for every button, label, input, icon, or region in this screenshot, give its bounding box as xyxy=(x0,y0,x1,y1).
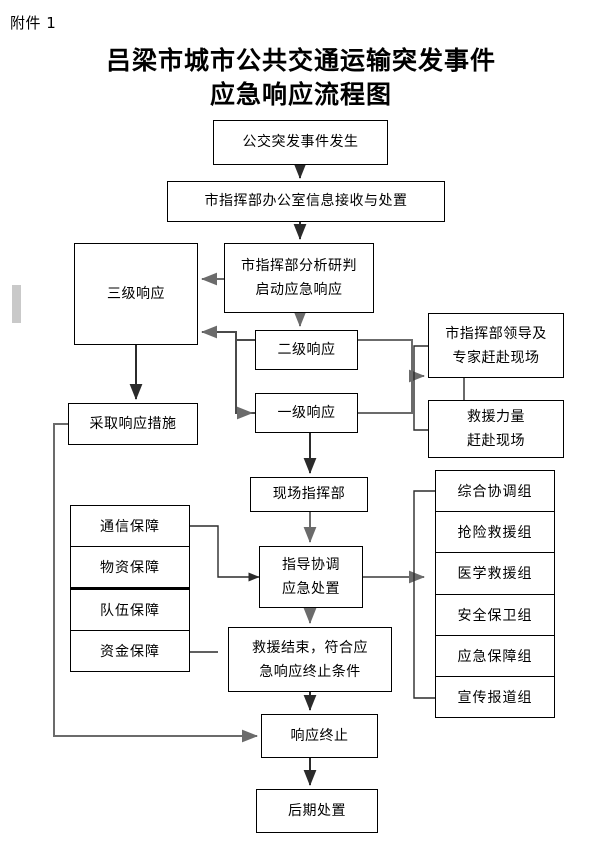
title-line-2: 应急响应流程图 xyxy=(209,80,392,109)
node-leaders-to-site-line1: 市指挥部领导及 xyxy=(445,325,547,342)
page-title: 吕梁市城市公共交通运输突发事件 应急响应流程图 xyxy=(0,44,602,112)
support-item-team[interactable]: 队伍保障 xyxy=(71,588,189,631)
node-guide-coordinate[interactable]: 指导协调 应急处置 xyxy=(259,546,363,608)
node-analysis-label-line2: 启动应急响应 xyxy=(255,282,343,298)
title-line-1: 吕梁市城市公共交通运输突发事件 xyxy=(105,46,496,75)
group-stack: 综合协调组 抢险救援组 医学救援组 安全保卫组 应急保障组 宣传报道组 xyxy=(435,470,555,718)
group-item-coordination[interactable]: 综合协调组 xyxy=(436,471,554,513)
node-site-command-label: 现场指挥部 xyxy=(272,486,346,502)
node-level2-response-label: 二级响应 xyxy=(277,341,336,358)
group-item-medical-label: 医学救援组 xyxy=(457,566,533,583)
node-end-condition-line2: 急响应终止条件 xyxy=(259,663,361,680)
support-item-materials-label: 物资保障 xyxy=(100,560,160,576)
group-item-security-label: 安全保卫组 xyxy=(457,607,533,624)
node-guide-coordinate-line1: 指导协调 xyxy=(282,557,340,573)
node-aftermath[interactable]: 后期处置 xyxy=(256,789,378,833)
margin-mark xyxy=(12,285,21,323)
group-item-support[interactable]: 应急保障组 xyxy=(436,636,554,677)
node-incident[interactable]: 公交突发事件发生 xyxy=(213,120,388,165)
node-level2-response[interactable]: 二级响应 xyxy=(255,330,358,370)
node-level3-response[interactable]: 三级响应 xyxy=(74,243,198,345)
group-item-medical[interactable]: 医学救援组 xyxy=(436,553,554,595)
support-item-communication-label: 通信保障 xyxy=(100,519,160,535)
support-item-funding[interactable]: 资金保障 xyxy=(71,631,189,671)
node-leaders-to-site[interactable]: 市指挥部领导及 专家赶赴现场 xyxy=(428,313,564,378)
node-rescue-force-line2: 赶赴现场 xyxy=(467,433,525,449)
support-item-team-label: 队伍保障 xyxy=(100,603,160,619)
attachment-label: 附件 1 xyxy=(10,14,57,32)
node-response-end[interactable]: 响应终止 xyxy=(261,714,378,758)
node-take-measures[interactable]: 采取响应措施 xyxy=(68,403,198,445)
support-item-funding-label: 资金保障 xyxy=(100,644,160,660)
node-take-measures-label: 采取响应措施 xyxy=(89,415,177,432)
node-analysis[interactable]: 市指挥部分析研判 启动应急响应 xyxy=(224,243,374,313)
node-end-condition[interactable]: 救援结束，符合应 急响应终止条件 xyxy=(228,627,392,692)
node-level1-response-label: 一级响应 xyxy=(277,404,336,421)
support-item-communication[interactable]: 通信保障 xyxy=(71,506,189,547)
group-item-publicity[interactable]: 宣传报道组 xyxy=(436,677,554,717)
support-stack: 通信保障 物资保障 队伍保障 资金保障 xyxy=(70,505,190,672)
group-item-rescue[interactable]: 抢险救援组 xyxy=(436,512,554,554)
node-office-receive-label: 市指挥部办公室信息接收与处置 xyxy=(204,193,408,209)
node-response-end-label: 响应终止 xyxy=(290,727,349,744)
node-rescue-force-to-site[interactable]: 救援力量 赶赴现场 xyxy=(428,400,564,458)
group-item-coordination-label: 综合协调组 xyxy=(457,484,533,501)
group-item-rescue-label: 抢险救援组 xyxy=(457,525,533,542)
node-guide-coordinate-line2: 应急处置 xyxy=(282,581,340,597)
group-item-security[interactable]: 安全保卫组 xyxy=(436,595,554,636)
node-analysis-label-line1: 市指挥部分析研判 xyxy=(241,258,357,274)
node-level3-response-label: 三级响应 xyxy=(107,285,165,302)
node-level1-response[interactable]: 一级响应 xyxy=(255,393,358,433)
group-item-publicity-label: 宣传报道组 xyxy=(457,689,533,706)
node-leaders-to-site-line2: 专家赶赴现场 xyxy=(452,349,540,366)
support-item-materials[interactable]: 物资保障 xyxy=(71,547,189,588)
node-aftermath-label: 后期处置 xyxy=(288,802,346,819)
node-office-receive[interactable]: 市指挥部办公室信息接收与处置 xyxy=(167,181,445,222)
node-incident-label: 公交突发事件发生 xyxy=(242,134,359,150)
node-rescue-force-line1: 救援力量 xyxy=(467,409,525,425)
group-item-support-label: 应急保障组 xyxy=(457,648,533,665)
node-site-command[interactable]: 现场指挥部 xyxy=(250,477,368,512)
node-end-condition-line1: 救援结束，符合应 xyxy=(252,639,368,656)
